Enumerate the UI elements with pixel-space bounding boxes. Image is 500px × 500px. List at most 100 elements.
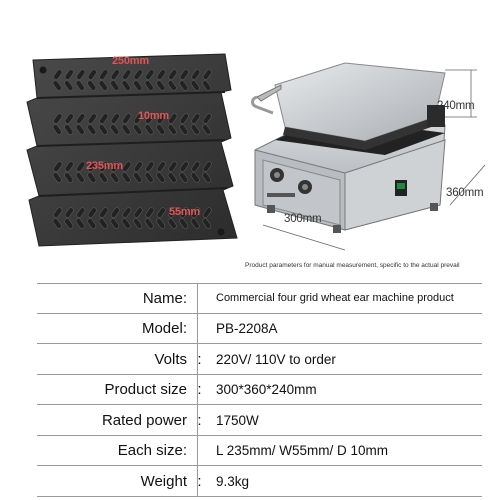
spec-row: Each size:L 235mm/ W55mm/ D 10mm [37, 436, 482, 467]
plate-cavity [144, 80, 154, 91]
spec-label: Rated power [101, 411, 187, 429]
plate-cavity [156, 113, 166, 124]
plate-cavity [87, 80, 97, 91]
measurement-caption: Product parameters for manual measuremen… [245, 262, 460, 269]
spec-table: Name:Commercial four grid wheat ear mach… [37, 283, 482, 497]
plate-cavity [179, 113, 189, 124]
plate-cavity [167, 172, 177, 183]
spec-row: Product size:300*360*240mm [37, 375, 482, 406]
plate-cavity [156, 69, 166, 80]
plate-cavity [121, 218, 131, 229]
plate-cavity [168, 161, 178, 172]
plate-cavity [76, 113, 86, 124]
plate-cavity [99, 161, 109, 172]
plate-cavity [52, 80, 62, 91]
plate-cavity [87, 218, 97, 229]
plate-cavity [53, 207, 63, 218]
plate-cavity [167, 218, 177, 229]
plate-cavity [87, 207, 97, 218]
plate-cavity [52, 124, 62, 135]
baking-plate-image [26, 53, 238, 247]
plate-cavity [133, 172, 143, 183]
waffle-machine-image [251, 62, 486, 251]
plate-cavity [202, 69, 212, 80]
spec-label: Each size: [117, 442, 187, 460]
plate-cavity [98, 124, 108, 135]
plate-cavity [133, 207, 143, 218]
plate-cavity [122, 207, 132, 218]
plate-cavity [110, 161, 120, 172]
plate-cavity [145, 207, 155, 218]
plate-cavity [110, 69, 120, 80]
spec-colon: : [197, 350, 202, 368]
plate-cavity [122, 113, 132, 124]
plate-cavity [53, 113, 63, 124]
table-divider [197, 283, 198, 496]
plate-cavity [64, 124, 74, 135]
machine-depth-label: 360mm [446, 187, 484, 199]
spec-colon: : [197, 472, 202, 490]
plate-cavity [53, 69, 63, 80]
plate-cavity [64, 172, 74, 183]
plate-cavity [122, 69, 132, 80]
plate-cavity [202, 172, 212, 183]
machine-height-label: 240mm [437, 100, 475, 112]
plate-cavity [64, 161, 74, 172]
plate-cavity [76, 161, 86, 172]
plate-cavity [179, 172, 189, 183]
plate-cavity [110, 207, 120, 218]
plate-cavity [87, 124, 97, 135]
plate-cavity [87, 161, 97, 172]
plate-cavity [121, 172, 131, 183]
plate-length-label: 235mm [86, 160, 123, 172]
plate-cavity [191, 113, 201, 124]
plate-cavity [144, 172, 154, 183]
plate-cavity [191, 207, 201, 218]
plate-cavity [179, 80, 189, 91]
plate-cavity [202, 113, 212, 124]
plate-cavity [87, 172, 97, 183]
plate-cavity [99, 207, 109, 218]
spec-colon: : [197, 411, 202, 429]
plate-cavity [75, 80, 85, 91]
plate-cavity [168, 113, 178, 124]
spec-row: Rated power:1750W [37, 405, 482, 436]
plate-cavity [133, 113, 143, 124]
plate-cavity [98, 172, 108, 183]
plate-cavity [110, 124, 120, 135]
plate-cavity [121, 124, 131, 135]
plate-cell-label: 55mm [169, 206, 200, 218]
plate-cavity [87, 69, 97, 80]
plate-cavity [64, 207, 74, 218]
plate-cavity [179, 69, 189, 80]
plate-cavity [87, 113, 97, 124]
plate-cavity [167, 124, 177, 135]
plate-cavity [202, 124, 212, 135]
spec-value: 220V/ 110V to order [216, 351, 336, 367]
product-illustration: 250mm 10mm 235mm 55mm 240mm 360mm 300mm [26, 53, 486, 251]
plate-cavity [133, 80, 143, 91]
plate-cavity [202, 80, 212, 91]
plate-cavity [121, 80, 131, 91]
plate-cavity [179, 218, 189, 229]
plate-cavity [110, 113, 120, 124]
spec-label: Product size [104, 381, 187, 399]
spec-value: 1750W [216, 412, 259, 428]
plate-cavity [191, 69, 201, 80]
plate-cavity [53, 161, 63, 172]
spec-value: 9.3kg [216, 473, 250, 489]
plate-cavity [202, 207, 212, 218]
plate-cavity [144, 124, 154, 135]
plate-cavity [76, 207, 86, 218]
plate-cavity [190, 172, 200, 183]
plate-cavity [99, 69, 109, 80]
plate-cavity [122, 161, 132, 172]
spec-label: Model: [141, 320, 187, 338]
plate-cavity [145, 69, 155, 80]
spec-label: Volts [154, 350, 187, 368]
plate-cavity [202, 218, 212, 229]
plate-cavity [179, 161, 189, 172]
plate-cavity [168, 69, 178, 80]
plate-width-label: 250mm [112, 55, 149, 67]
plate-cavity [133, 69, 143, 80]
